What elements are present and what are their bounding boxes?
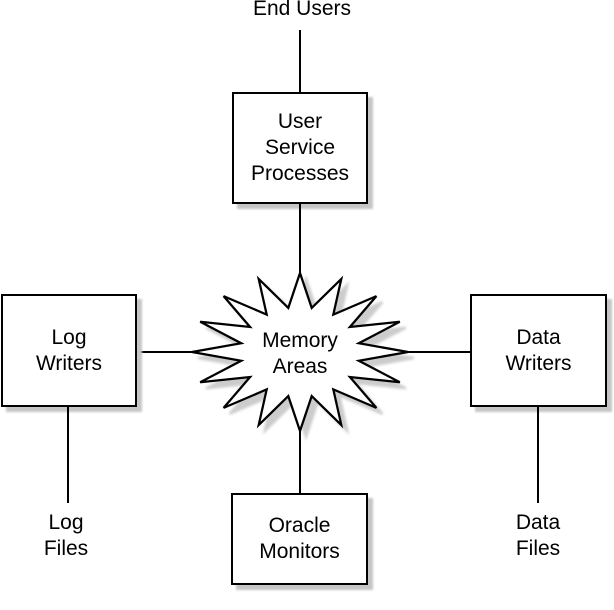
node-log-writers-box: Log Writers <box>1 294 137 407</box>
starburst-outline <box>191 269 409 435</box>
connector-usp-to-memory <box>299 204 301 274</box>
node-data-writers-label: Data Writers <box>505 325 572 375</box>
node-memory-areas-starburst <box>191 269 415 441</box>
connector-endusers-to-usp <box>299 30 301 92</box>
node-user-service-processes-label: User Service Processes <box>250 110 350 185</box>
node-end-users-label: End Users <box>252 0 352 20</box>
node-user-service-processes-box: User Service Processes <box>232 92 368 204</box>
connector-memory-to-monitors <box>299 429 301 494</box>
connector-memory-to-datawriters <box>406 351 470 353</box>
node-oracle-monitors-box: Oracle Monitors <box>231 493 368 585</box>
node-memory-areas-label: Memory Areas <box>262 329 338 378</box>
node-data-writers-box: Data Writers <box>470 294 607 407</box>
connector-datawriters-to-datafiles <box>537 406 539 503</box>
node-log-files-label: Log Files <box>43 511 89 560</box>
node-oracle-monitors-label: Oracle Monitors <box>259 514 340 563</box>
connector-logwriters-to-memory <box>137 351 194 353</box>
node-log-writers-label: Log Writers <box>35 325 103 375</box>
node-data-files-label: Data Files <box>515 511 561 560</box>
connector-logwriters-to-logfiles <box>67 406 69 503</box>
